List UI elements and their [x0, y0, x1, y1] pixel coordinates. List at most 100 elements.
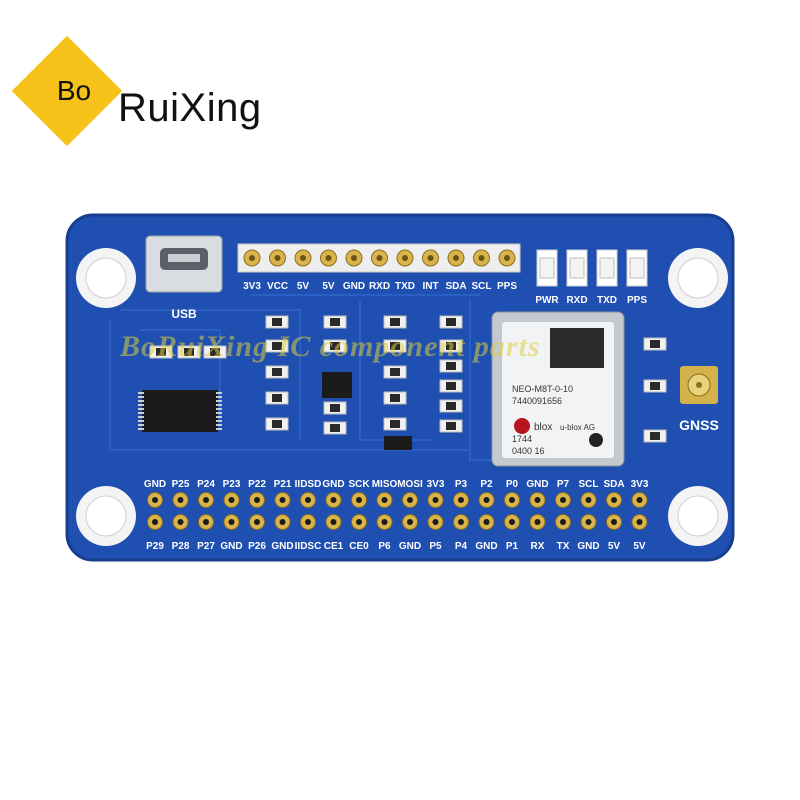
usb-label: USB [171, 307, 197, 321]
gpio-bottom-pin-label: P26 [248, 541, 266, 552]
smd-component [323, 421, 347, 435]
smd-component [643, 379, 667, 393]
gpio-header [147, 492, 648, 530]
led-label: RXD [566, 295, 587, 306]
gpio-bottom-pin-label: P4 [455, 541, 468, 552]
smd-component [177, 345, 201, 359]
smd-component [323, 339, 347, 353]
gpio-top-pin-label: GND [144, 479, 166, 490]
top-header-pin-label: 5V [322, 281, 335, 292]
gpio-top-pin-label: P23 [223, 479, 241, 490]
smd-component [643, 337, 667, 351]
passive-components [149, 315, 667, 443]
gpio-bottom-pin-label: 5V [608, 541, 621, 552]
gpio-bottom-pin-label: P5 [429, 541, 442, 552]
module-maker: u-blox AG [560, 423, 595, 432]
antenna-label: GNSS [679, 417, 719, 433]
top-header-pin-label: TXD [395, 281, 415, 292]
smd-component [383, 417, 407, 431]
gpio-top-pin-label: GND [322, 479, 344, 490]
diode [384, 436, 412, 450]
gpio-top-pin-label: 3V3 [427, 479, 445, 490]
gpio-bottom-pin-label: CE1 [324, 541, 344, 552]
smd-component [439, 379, 463, 393]
pcb [67, 215, 733, 560]
gpio-top-pin-label: 3V3 [631, 479, 649, 490]
smd-component [323, 315, 347, 329]
gpio-top-pin-label: SCL [579, 479, 599, 490]
module-line3: 1744 [512, 434, 532, 444]
led-label: PWR [535, 295, 559, 306]
smd-component [439, 419, 463, 433]
smd-component [203, 345, 227, 359]
smd-component [323, 401, 347, 415]
brand-name: RuiXing [118, 86, 262, 130]
top-header-pin-label: 3V3 [243, 281, 261, 292]
top-pin-header [237, 243, 521, 273]
top-header-pin-label: PPS [497, 281, 517, 292]
top-header-labels: 3V3 VCC 5V 5V GND RXD TXD INT SDA SCL PPS [243, 281, 517, 292]
top-header-pin-label: 5V [297, 281, 310, 292]
smd-component [439, 339, 463, 353]
gpio-bottom-pin-label: CE0 [349, 541, 369, 552]
gpio-top-pin-label: P0 [506, 479, 519, 490]
gpio-bottom-pin-label: RX [531, 541, 545, 552]
module-brand: blox [534, 422, 552, 433]
ublox-logo-icon [514, 418, 530, 434]
gpio-bottom-pin-label: GND [577, 541, 599, 552]
usb-uart-chip [138, 390, 222, 432]
gpio-top-pin-label: SCK [348, 479, 370, 490]
smd-component [383, 365, 407, 379]
gpio-top-pin-label: P22 [248, 479, 266, 490]
gpio-top-pin-label: MOSI [397, 479, 423, 490]
smd-component [439, 359, 463, 373]
smd-component [265, 417, 289, 431]
smd-component [265, 339, 289, 353]
status-leds: PWR RXD TXD PPS [535, 249, 648, 306]
gpio-top-pin-label: P2 [480, 479, 493, 490]
gpio-bottom-pin-label: TX [557, 541, 570, 552]
smd-component [265, 391, 289, 405]
top-header-pin-label: VCC [267, 281, 288, 292]
gpio-top-pin-label: GND [526, 479, 548, 490]
gpio-bottom-pin-label: IIDSC [295, 541, 322, 552]
top-header-pin-label: GND [343, 281, 365, 292]
smd-component [383, 391, 407, 405]
gpio-bottom-pin-label: GND [271, 541, 293, 552]
top-header-pin-label: INT [422, 281, 438, 292]
smd-component [643, 429, 667, 443]
led-label: PPS [627, 295, 647, 306]
gpio-bottom-pin-label: 5V [633, 541, 646, 552]
brand-logo: Bo RuiXing [0, 0, 300, 150]
top-header-pin-label: SDA [445, 281, 466, 292]
smd-component [383, 315, 407, 329]
smd-component [265, 365, 289, 379]
micro-usb-connector [145, 235, 223, 293]
gpio-bottom-pin-label: P29 [146, 541, 164, 552]
module-model: NEO-M8T-0-10 [512, 384, 573, 394]
qr-code [550, 328, 604, 368]
top-header-pin-label: SCL [472, 281, 492, 292]
gpio-top-pin-label: P7 [557, 479, 570, 490]
gpio-top-pin-label: MISO [372, 479, 398, 490]
led-label: TXD [597, 295, 617, 306]
smd-component [383, 339, 407, 353]
module-serial: 7440091656 [512, 396, 562, 406]
gpio-bottom-pin-label: P27 [197, 541, 215, 552]
gpio-bottom-pin-label: GND [475, 541, 497, 552]
gnss-module: blox NEO-M8T-0-10 7440091656 1744 0400 1… [491, 311, 625, 467]
pin1-marker-icon [589, 433, 603, 447]
module-line4: 0400 16 [512, 446, 545, 456]
gpio-top-pin-label: P21 [274, 479, 292, 490]
smd-component [439, 315, 463, 329]
gpio-top-pin-label: SDA [603, 479, 624, 490]
ufl-antenna-connector [680, 366, 718, 404]
gpio-bottom-pin-label: GND [220, 541, 242, 552]
gpio-bottom-pin-label: P28 [172, 541, 190, 552]
gpio-bottom-pin-label: P6 [378, 541, 391, 552]
watermark-text: BoRuiXing IC component parts [120, 330, 541, 363]
top-header-pin-label: RXD [369, 281, 390, 292]
